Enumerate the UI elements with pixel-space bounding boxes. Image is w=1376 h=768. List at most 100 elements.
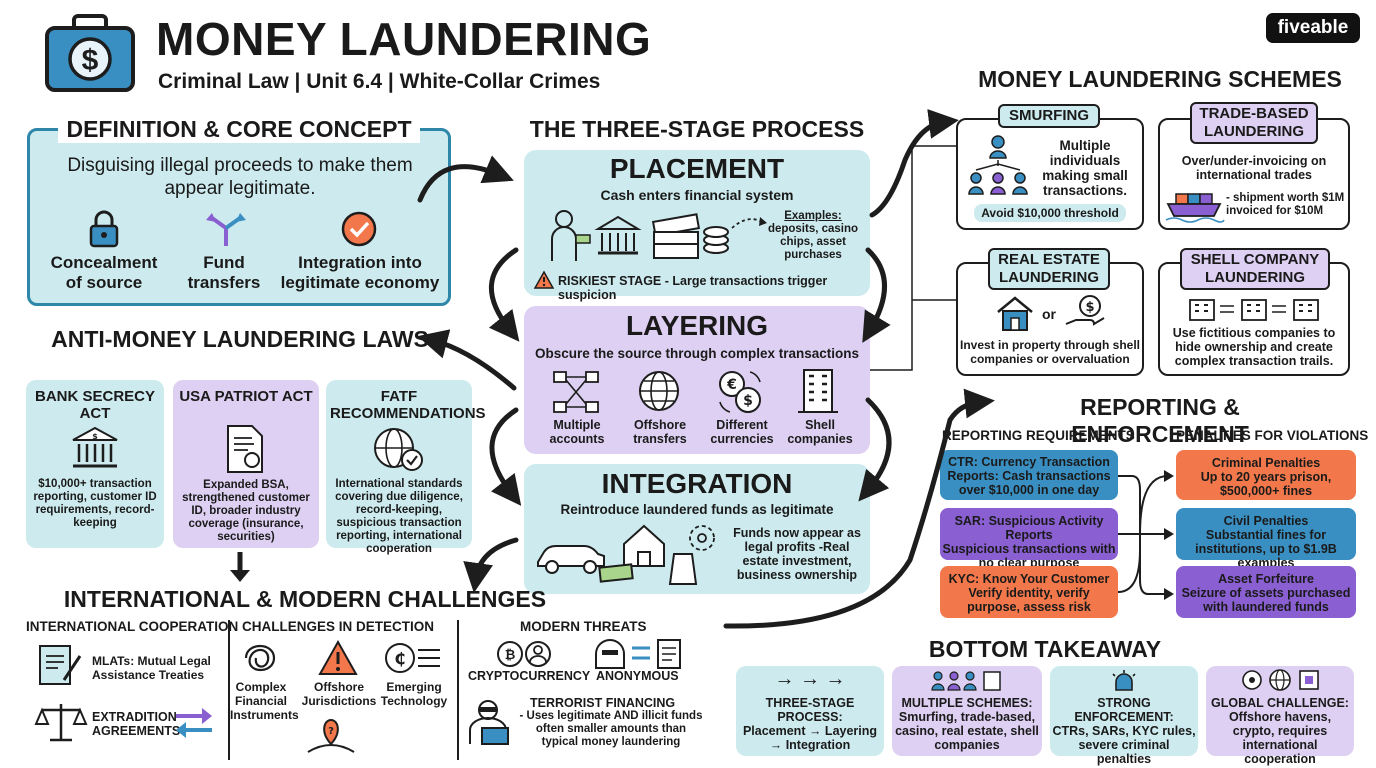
smurfing-text: Multiple individuals making small transa… (1042, 138, 1128, 198)
req-ctr-text: Reports: Cash transactions over $10,000 … (947, 469, 1111, 497)
car-house-icon (537, 524, 715, 585)
cargo-ship-icon (1165, 193, 1225, 223)
penalty-card-forfeiture (1176, 566, 1356, 618)
law-patriot-title: USA PATRIOT ACT (179, 388, 313, 405)
layering-item-currencies: Different currencies (710, 418, 774, 446)
crypto-speed-icon: ₵ (385, 643, 440, 673)
document-sign-icon (39, 645, 82, 685)
penalty-forfeiture-text: Seizure of assets purchased with launder… (1181, 586, 1351, 614)
req-kyc-text: Verify identity, verify purpose, assess … (967, 586, 1091, 614)
penalty-criminal: Criminal Penalties Up to 20 years prison… (1178, 456, 1354, 498)
definition-item-concealment: Concealment of source (50, 253, 158, 292)
crypto-label: CRYPTOCURRENCY (468, 669, 591, 683)
detection-title: CHALLENGES IN DETECTION (242, 619, 435, 634)
people-network-icon (968, 135, 1028, 195)
bank-icon: $ (72, 426, 118, 468)
svg-text:$: $ (1085, 300, 1094, 315)
takeaway-schemes-title: MULTIPLE SCHEMES: (901, 696, 1033, 710)
reporting-heading: REPORTING & ENFORCEMENT (1071, 394, 1249, 447)
requirements-heading: REPORTING REQUIREMENTS (942, 428, 1135, 443)
svg-text:€: € (726, 377, 737, 393)
integration-subtitle: Reintroduce laundered funds as legitimat… (560, 502, 834, 517)
trade-example: - shipment worth $1M invoiced for $10M (1226, 192, 1345, 217)
smurfing-note: Avoid $10,000 threshold (974, 204, 1126, 222)
divider-2 (457, 620, 459, 760)
real-estate-text: Invest in property through shell compani… (959, 338, 1141, 366)
building-icon (798, 369, 838, 413)
takeaway-card-process (736, 666, 884, 756)
network-icon (553, 371, 599, 413)
takeaway-schemes-text: Smurfing, trade-based, casino, real esta… (895, 710, 1039, 752)
divider-1 (228, 620, 230, 760)
page-subtitle: Criminal Law | Unit 6.4 | White-Collar C… (158, 70, 601, 93)
svg-text:₵: ₵ (394, 649, 405, 668)
check-badge-icon (341, 211, 377, 247)
briefcase-dollar-icon: $ (45, 14, 135, 92)
placement-examples: Examples: deposits, casino chips, asset … (766, 210, 860, 262)
integration-card (524, 464, 870, 594)
takeaway-process: THREE-STAGE PROCESS: Placement → Layerin… (738, 696, 882, 752)
process-heading: THE THREE-STAGE PROCESS (529, 116, 865, 142)
trade-title: TRADE-BASED LAUNDERING (1199, 105, 1309, 140)
law-patriot-text: Expanded BSA, strengthened customer ID, … (182, 479, 310, 543)
takeaway-process-text: Placement → Layering → Integration (742, 724, 878, 752)
island-pin-icon: ? (307, 718, 355, 753)
trade-pill: TRADE-BASED LAUNDERING (1190, 102, 1318, 144)
dashed-arrow-icon (731, 217, 767, 229)
document-seal-icon (227, 425, 263, 473)
mlat-text: MLATs: Mutual Legal Assistance Treaties (92, 654, 211, 682)
hacker-icon (595, 639, 681, 669)
penalty-criminal-title: Criminal Penalties (1211, 456, 1321, 470)
hand-money-icon: $ (1065, 295, 1105, 326)
takeaway-global-title: GLOBAL CHALLENGE: (1211, 696, 1349, 710)
people-icon (931, 671, 1001, 691)
takeaway-process-title: THREE-STAGE PROCESS: (765, 696, 855, 724)
svg-text:₿: ₿ (505, 648, 516, 663)
law-fatf-title: FATF RECOMMENDATIONS (330, 388, 486, 422)
placement-title: PLACEMENT (609, 153, 785, 184)
penalty-criminal-text: Up to 20 years prison, $500,000+ fines (1200, 470, 1332, 498)
penalties-heading: PENALTIES FOR VIOLATIONS (1176, 428, 1369, 443)
req-ctr: CTR: Currency Transaction Reports: Cash … (942, 455, 1116, 497)
cooperation-title: INTERNATIONAL COOPERATION (26, 619, 239, 634)
real-estate-pill: REAL ESTATE LAUNDERING (988, 248, 1110, 290)
layering-item-offshore: Offshore transfers (633, 418, 687, 446)
req-card-ctr (940, 450, 1118, 500)
penalty-civil: Civil Penalties Substantial fines for in… (1178, 514, 1354, 570)
integration-title: INTEGRATION (601, 468, 793, 499)
svg-text:$: $ (743, 393, 753, 409)
terror-text: - Uses legitimate AND illicit funds ofte… (519, 710, 703, 748)
anonymous-label: ANONYMOUS (596, 669, 679, 683)
schemes-heading: MONEY LAUNDERING SCHEMES (978, 66, 1342, 92)
req-card-kyc (940, 566, 1118, 618)
shell-title: SHELL COMPANY LAUNDERING (1190, 251, 1320, 286)
brand-logo: fiveable (1266, 13, 1360, 43)
definition-heading: DEFINITION & CORE CONCEPT (58, 116, 420, 143)
extradition-text: EXTRADITION AGREEMENTS (92, 710, 181, 738)
law-card-bsa (26, 380, 164, 548)
takeaway-heading: BOTTOM TAKEAWAY (928, 636, 1162, 662)
shell-text: Use fictitious companies to hide ownersh… (1172, 326, 1336, 368)
takeaway-enforcement-title: STRONG ENFORCEMENT: (1074, 696, 1174, 724)
layering-item-accounts: Multiple accounts (549, 418, 605, 446)
req-kyc: KYC: Know Your Customer Verify identity,… (944, 572, 1114, 614)
smurfing-title: SMURFING (1009, 107, 1089, 124)
examples-label: Examples: (784, 210, 842, 222)
shell-pill: SHELL COMPANY LAUNDERING (1180, 248, 1330, 290)
currency-exchange-icon: € $ (719, 371, 761, 413)
svg-text:$: $ (82, 44, 99, 77)
placement-warning: RISKIEST STAGE - Large transactions trig… (558, 274, 828, 302)
real-estate-title: REAL ESTATE LAUNDERING (998, 251, 1100, 286)
penalty-card-civil (1176, 508, 1356, 560)
svg-text:$: $ (92, 432, 98, 441)
layering-title: LAYERING (625, 310, 769, 341)
definition-text: Disguising illegal proceeds to make them… (67, 155, 413, 199)
bank-deposit-icon (551, 210, 642, 261)
bitcoin-icon: ₿ (497, 641, 551, 667)
penalty-civil-title: Civil Penalties (1223, 514, 1309, 528)
takeaway-card-schemes (892, 666, 1042, 756)
layering-item-shell: Shell companies (787, 418, 853, 446)
smurfing-pill: SMURFING (998, 104, 1100, 128)
aml-heading: ANTI-MONEY LAUNDERING LAWS (51, 326, 429, 352)
